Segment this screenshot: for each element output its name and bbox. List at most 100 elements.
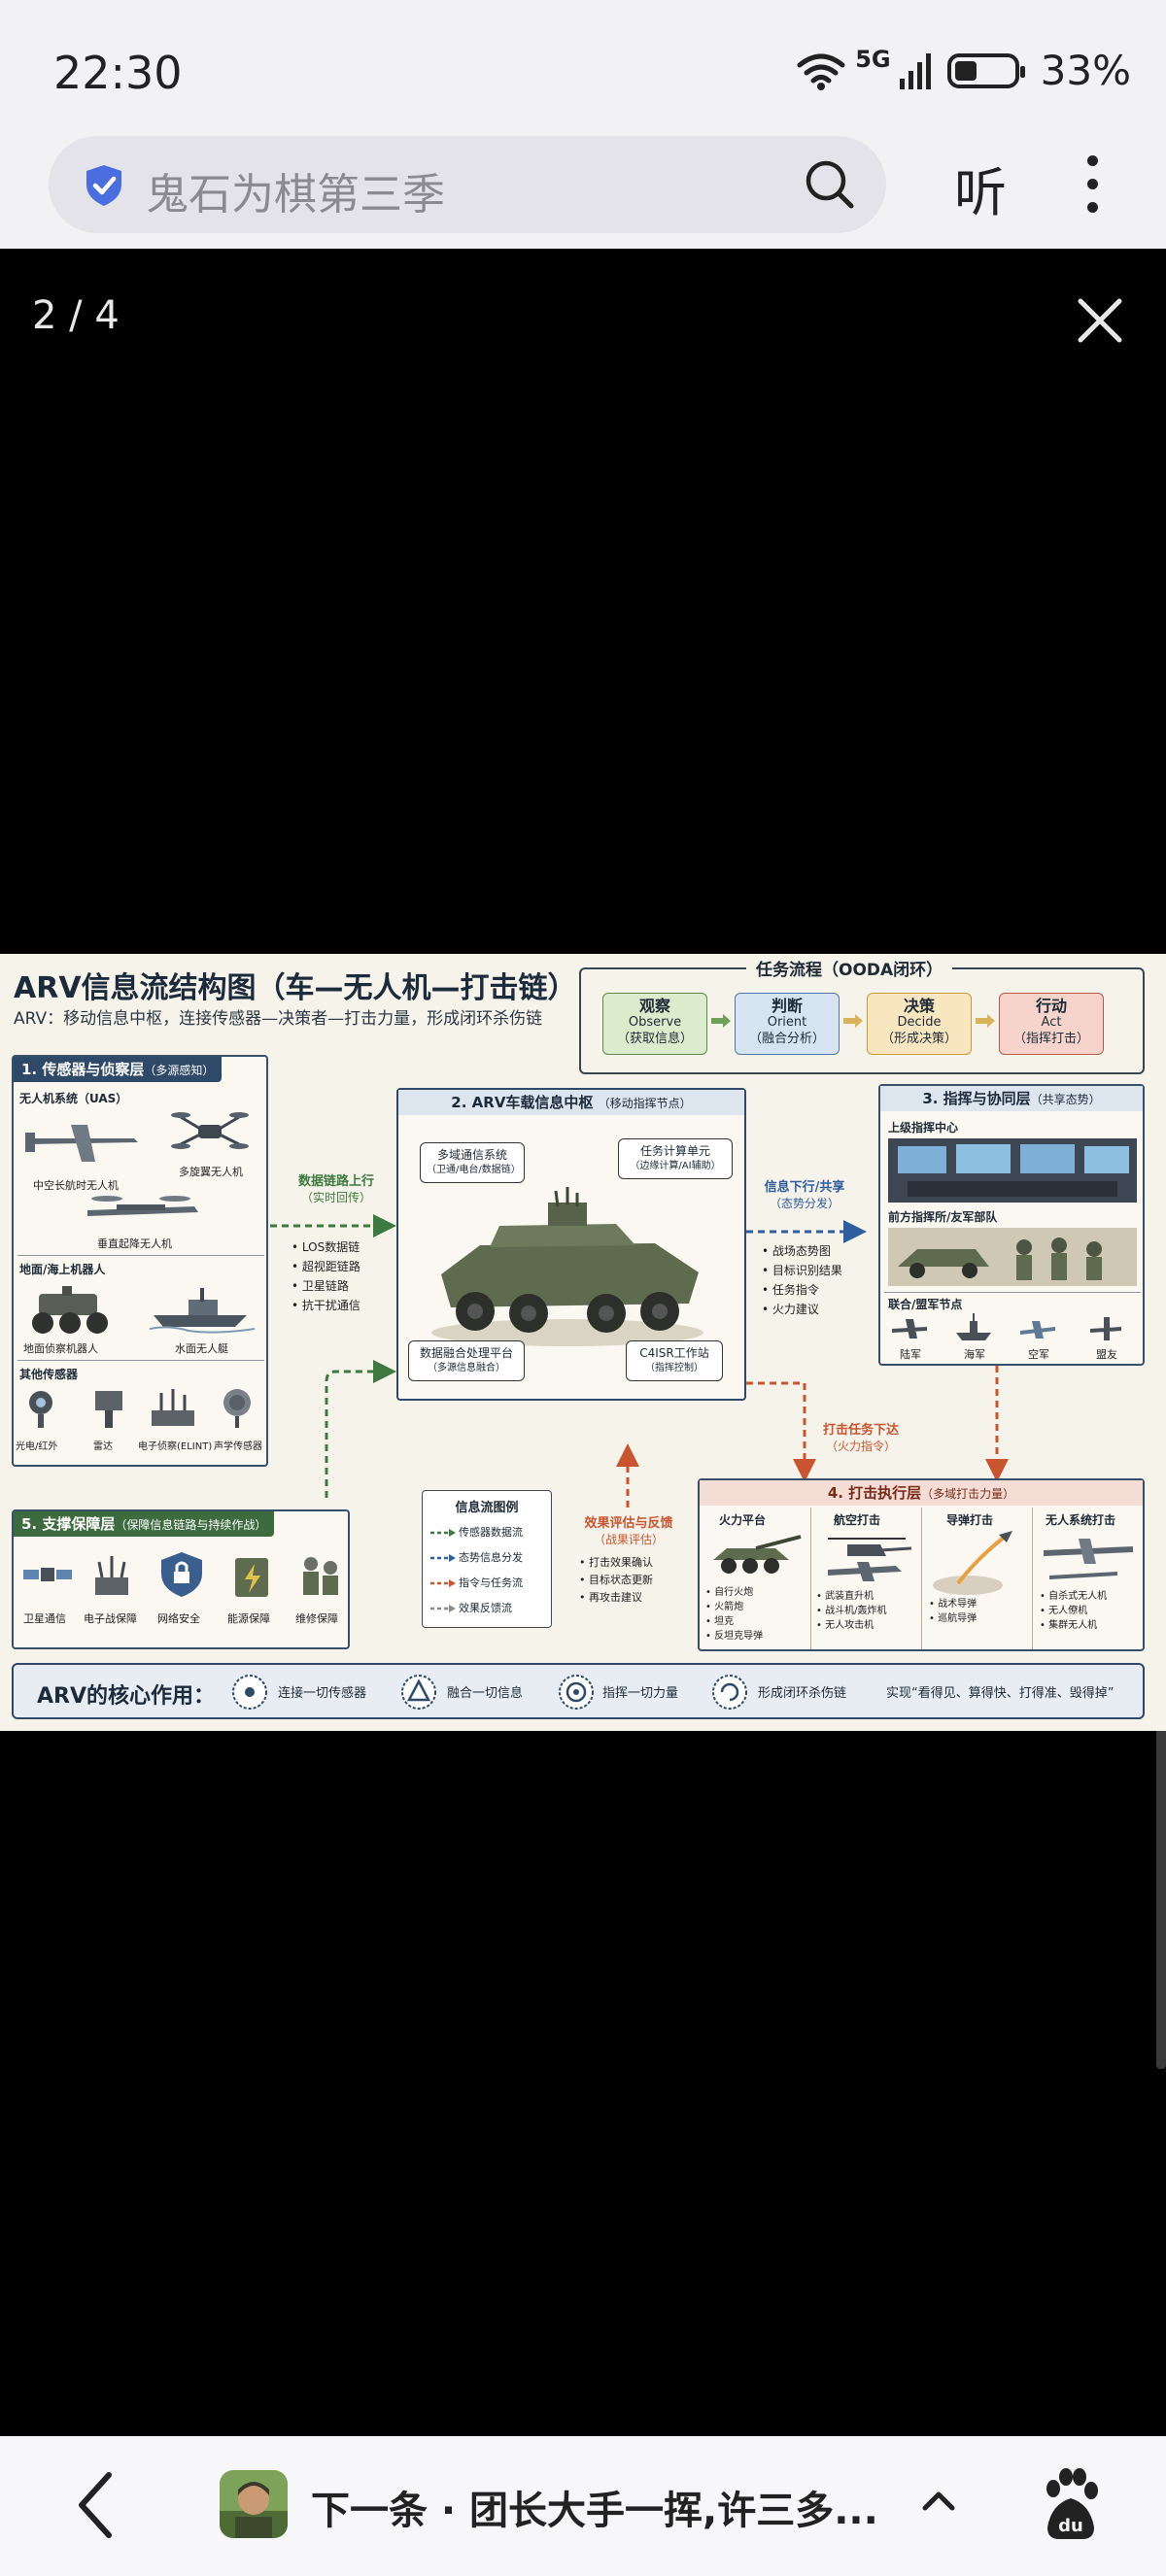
- joint-label: 海军: [964, 1346, 985, 1362]
- ground-robot-heading: 地面/海上机器人: [19, 1261, 105, 1277]
- flow-legend: 信息流图例 传感器数据流 态势信息分发 指令与任务流 效果反馈流: [422, 1490, 552, 1628]
- multirotor-drone-icon: [171, 1105, 249, 1154]
- sensor-label: 垂直起降无人机: [97, 1236, 172, 1251]
- downlink-label: 信息下行/共享（态势分发）: [750, 1179, 859, 1212]
- forward-command-heading: 前方指挥所/友军部队: [888, 1208, 997, 1225]
- back-arrow-icon[interactable]: [76, 2471, 115, 2539]
- satellite-comm-icon: [23, 1550, 72, 1599]
- legend-item: 态势信息分发: [430, 1549, 523, 1565]
- next-item-title[interactable]: 下一条 · 团长大手一挥,许三多...: [311, 2479, 878, 2535]
- listen-button[interactable]: 听: [954, 150, 1007, 226]
- ooda-arrow-icon: [711, 1014, 731, 1028]
- status-bar: 22:30 5G 33%: [0, 0, 1166, 136]
- infographic-subtitle: ARV：移动信息中枢，连接传感器—决策者—打击力量，形成闭环杀伤链: [14, 1004, 542, 1029]
- sensor-layer-panel: 1. 传感器与侦察层（多源感知） 无人机系统（UAS） 中空长航时无人机 多旋翼…: [12, 1055, 268, 1467]
- command-layer-title: 3. 指挥与协同层（共享态势）: [880, 1086, 1143, 1111]
- joint-label: 陆军: [900, 1346, 921, 1362]
- support-label: 卫星通信: [23, 1610, 66, 1626]
- divider: [17, 1255, 264, 1256]
- joint-label: 空军: [1028, 1346, 1049, 1362]
- attack-drone-icon: [1040, 1531, 1137, 1589]
- acoustic-sensor-icon: [218, 1387, 257, 1430]
- feedback-bullets: 打击效果确认目标状态更新再攻击建议: [579, 1554, 653, 1607]
- search-icon[interactable]: [805, 159, 855, 210]
- uplink-label: 数据链路上行（实时回传）: [282, 1173, 391, 1206]
- strike-task-label: 打击任务下达（火力指令）: [810, 1422, 911, 1455]
- close-icon[interactable]: [1073, 293, 1127, 348]
- unmanned-surface-vessel-icon: [150, 1286, 257, 1335]
- fusion-icon: [400, 1674, 437, 1711]
- eo-ir-sensor-icon: [21, 1387, 60, 1430]
- battery-icon: [947, 53, 1019, 88]
- command-layer-panel: 3. 指挥与协同层（共享态势） 上级指挥中心 前方指挥所/友军部队 联合/盟军节…: [878, 1084, 1145, 1366]
- support-arrow: [326, 1372, 391, 1498]
- helicopter-icon: [818, 1531, 915, 1585]
- elint-sensor-icon: [148, 1387, 198, 1430]
- connect-icon: [231, 1674, 268, 1711]
- compute-unit-box: 任务计算单元（边缘计算/AI辅助）: [618, 1138, 733, 1179]
- shield-icon: [84, 163, 124, 208]
- command-icon: [558, 1674, 595, 1711]
- more-options-icon[interactable]: [1080, 155, 1104, 216]
- sensor-label: 光电/红外: [16, 1438, 57, 1452]
- arv-vehicle-icon: [422, 1187, 713, 1352]
- c4isr-workstation-box: C4ISR工作站（指挥控制）: [626, 1340, 723, 1381]
- allies-icon: [1086, 1315, 1125, 1342]
- feedback-label: 效果评估与反馈（战果评估）: [573, 1515, 684, 1548]
- baidu-paw-icon[interactable]: du: [1040, 2465, 1102, 2543]
- support-label: 电子战保障: [84, 1610, 137, 1626]
- battery-percent: 33%: [1041, 47, 1131, 94]
- sensor-label: 雷达: [93, 1438, 113, 1452]
- bottom-bar: 下一条 · 团长大手一挥,许三多... du: [0, 2436, 1166, 2576]
- vtol-uav-icon: [78, 1187, 204, 1232]
- downlink-bullets: 战场态势图目标识别结果任务指令火力建议: [762, 1241, 842, 1319]
- electronic-warfare-icon: [87, 1550, 136, 1599]
- strike-col-items: 战术导弹巡航导弹: [929, 1597, 977, 1626]
- support-label: 能源保障: [227, 1610, 270, 1626]
- status-time: 22:30: [53, 47, 183, 99]
- network-type: 5G: [855, 46, 890, 73]
- divider: [884, 1292, 1141, 1293]
- male-uav-icon: [17, 1117, 144, 1166]
- search-query[interactable]: 鬼石为棋第三季: [146, 159, 445, 221]
- maintenance-icon: [295, 1550, 344, 1599]
- ooda-title: 任务流程（OODA闭环）: [746, 956, 952, 980]
- support-layer-panel: 5. 支撑保障层（保障信息链路与持续作战） 卫星通信 电子战保障 网络安全 能源…: [12, 1509, 350, 1649]
- uas-heading: 无人机系统（UAS）: [19, 1090, 127, 1106]
- fusion-platform-box: 数据融合处理平台（多源信息融合）: [408, 1340, 525, 1381]
- legend-item: 效果反馈流: [430, 1600, 512, 1615]
- core-slogan: 实现“看得见、算得快、打得准、毁得掉”: [886, 1682, 1114, 1701]
- air-force-icon: [1018, 1315, 1057, 1342]
- divider: [1032, 1508, 1033, 1649]
- svg-text:du: du: [1058, 2516, 1083, 2536]
- core-role-item: 融合一切信息: [447, 1682, 523, 1701]
- support-label: 维修保障: [295, 1610, 338, 1626]
- search-header: 鬼石为棋第三季 听: [0, 136, 1166, 249]
- strike-col-items: 武装直升机战斗机/轰炸机无人攻击机: [816, 1589, 886, 1633]
- artillery-icon: [707, 1531, 805, 1579]
- vehicle-hub-title: 2. ARV车载信息中枢 （移动指挥节点）: [398, 1090, 744, 1115]
- strike-col-heading: 航空打击: [834, 1511, 880, 1528]
- strike-task-arrow: [746, 1383, 805, 1476]
- comm-system-box: 多域通信系统（卫通/电台/数据链）: [420, 1142, 525, 1183]
- strike-col-heading: 无人系统打击: [1046, 1511, 1115, 1528]
- sensor-label: 多旋翼无人机: [179, 1164, 243, 1179]
- chevron-up-icon[interactable]: [919, 2481, 958, 2520]
- divider: [921, 1508, 922, 1649]
- army-icon: [890, 1315, 929, 1342]
- infographic-image[interactable]: ARV信息流结构图（车—无人机—打击链） ARV：移动信息中枢，连接传感器—决策…: [0, 954, 1166, 1731]
- ooda-step-act: 行动Act（指挥打击）: [999, 993, 1104, 1055]
- ooda-arrow-icon: [976, 1014, 995, 1028]
- sensor-label: 水面无人艇: [175, 1340, 228, 1356]
- sensor-label: 声学传感器: [214, 1438, 262, 1452]
- divider: [810, 1508, 811, 1649]
- strike-col-heading: 导弹打击: [946, 1511, 993, 1528]
- strike-layer-title: 4. 打击执行层（多域打击力量）: [700, 1480, 1143, 1506]
- search-box[interactable]: 鬼石为棋第三季: [49, 136, 886, 233]
- kill-chain-icon: [711, 1674, 748, 1711]
- avatar[interactable]: [220, 2470, 288, 2538]
